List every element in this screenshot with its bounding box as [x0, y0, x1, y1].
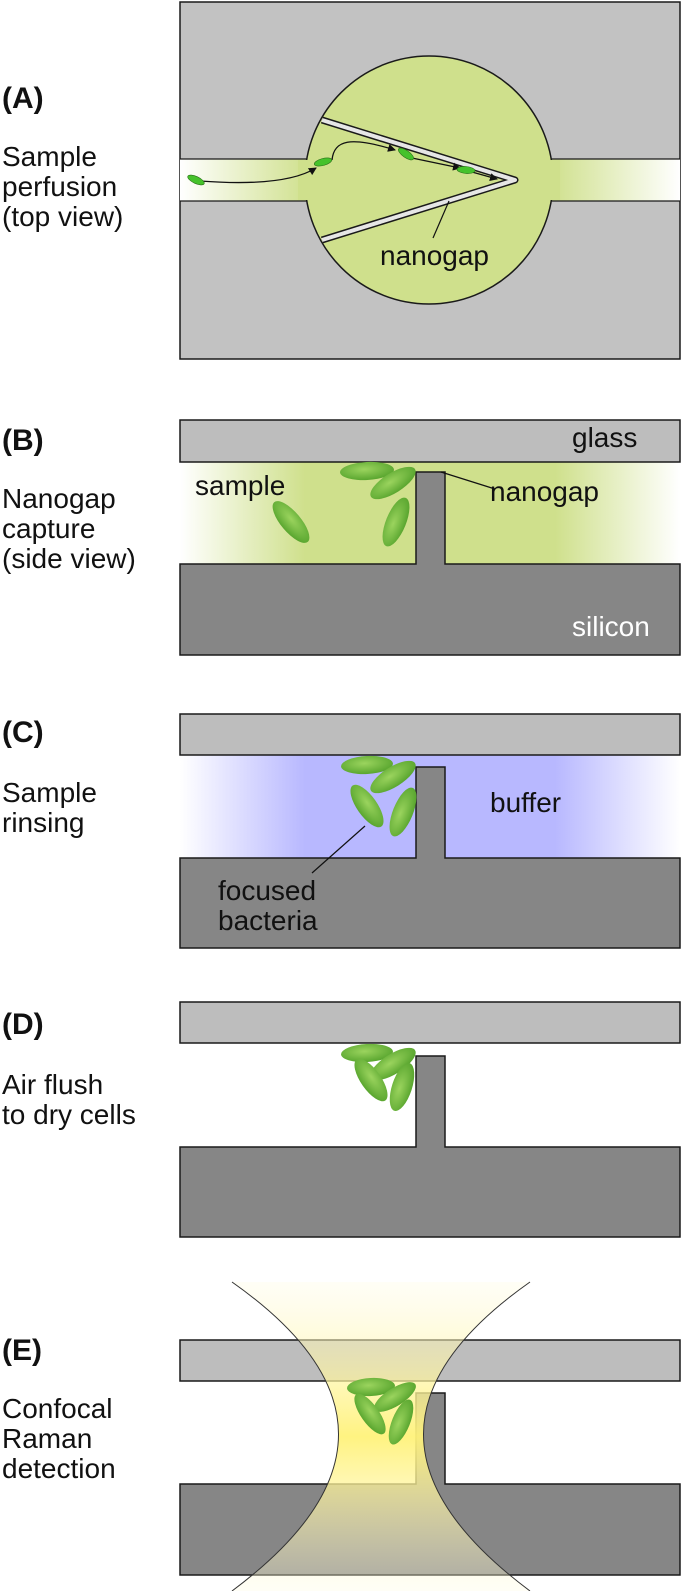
panel-b-side-view: glass sample nanogap silicon — [179, 419, 681, 656]
panel-description-line: (side view) — [2, 543, 136, 574]
panel-a-caption: (A) Sample perfusion (top view) — [2, 82, 123, 232]
nanogap-label: nanogap — [380, 240, 489, 271]
bacterium — [350, 784, 384, 828]
nanogap-label: nanogap — [490, 476, 599, 507]
flow-arrow — [411, 157, 461, 171]
focused-bacteria-label: bacteria — [218, 905, 318, 936]
focused-bacteria-leader-line — [311, 825, 366, 874]
bacterium — [354, 1393, 386, 1435]
nanogap-leader-line — [440, 471, 496, 490]
panel-e-caption: (E) Confocal Raman detection — [2, 1334, 116, 1484]
glass-label: glass — [572, 422, 637, 453]
panel-d-caption: (D) Air flush to dry cells — [2, 1008, 136, 1130]
bacterium — [354, 1058, 388, 1102]
panel-description-line: to dry cells — [2, 1099, 136, 1130]
panel-description-line: Confocal — [2, 1393, 113, 1424]
panel-description-line: Nanogap — [2, 483, 116, 514]
bacterium — [341, 1043, 393, 1063]
panel-b-caption: (B) Nanogap capture (side view) — [2, 424, 136, 574]
bacterium — [456, 166, 476, 174]
flow-arrow — [331, 141, 396, 161]
flow-arrow — [471, 171, 498, 181]
buffer-label: buffer — [490, 787, 561, 818]
glass-layer — [179, 713, 681, 756]
laser-beam-edge — [231, 1281, 339, 1591]
panel-description-line: capture — [2, 513, 95, 544]
bacterium — [187, 174, 205, 186]
panel-description-line: Air flush — [2, 1069, 103, 1100]
focused-bacteria-label: focused — [218, 875, 316, 906]
panel-description-line: Sample — [2, 141, 97, 172]
panel-description-line: (top view) — [2, 201, 123, 232]
panel-c-caption: (C) Sample rinsing — [2, 716, 97, 838]
panel-description-line: rinsing — [2, 807, 84, 838]
laser-focus-beam — [232, 1282, 530, 1591]
bacterium — [388, 1399, 414, 1445]
panel-e-raman — [179, 1281, 681, 1591]
laser-beam-edge — [423, 1281, 531, 1591]
silicon-substrate — [179, 1055, 681, 1238]
bacterium — [370, 760, 416, 794]
panel-d-air-flush — [179, 1001, 681, 1238]
bacterium — [340, 461, 394, 481]
panel-description-line: Sample — [2, 777, 97, 808]
panel-letter: (A) — [2, 82, 44, 115]
bacterium — [398, 147, 414, 161]
silicon-label: silicon — [572, 611, 650, 642]
panel-letter: (E) — [2, 1334, 42, 1367]
sample-label: sample — [195, 470, 285, 501]
panel-letter: (C) — [2, 716, 44, 749]
bacterium — [389, 787, 417, 837]
bacterium — [370, 1047, 416, 1081]
bacterium — [313, 157, 333, 167]
panel-description-line: Raman — [2, 1423, 92, 1454]
panel-description-line: perfusion — [2, 171, 117, 202]
silicon-substrate — [179, 766, 681, 949]
panel-a-top-view: nanogap — [179, 1, 681, 360]
bacterium — [341, 755, 393, 775]
panel-c-rinsing: buffer focused bacteria — [179, 713, 681, 949]
silicon-substrate — [179, 471, 681, 656]
glass-layer — [179, 1001, 681, 1044]
nanogap-leader-line — [432, 200, 450, 239]
panel-description-line: detection — [2, 1453, 116, 1484]
panel-letter: (D) — [2, 1008, 44, 1041]
bacterium — [374, 1382, 416, 1412]
flow-arrow — [199, 167, 317, 184]
glass-layer — [179, 419, 681, 463]
bacterium — [370, 466, 416, 500]
bacterium — [347, 1377, 395, 1397]
outlet-channel — [550, 159, 680, 201]
bacterium — [382, 497, 410, 547]
panel-letter: (B) — [2, 424, 44, 457]
bacterium — [389, 1063, 415, 1111]
bacterium — [272, 501, 310, 543]
